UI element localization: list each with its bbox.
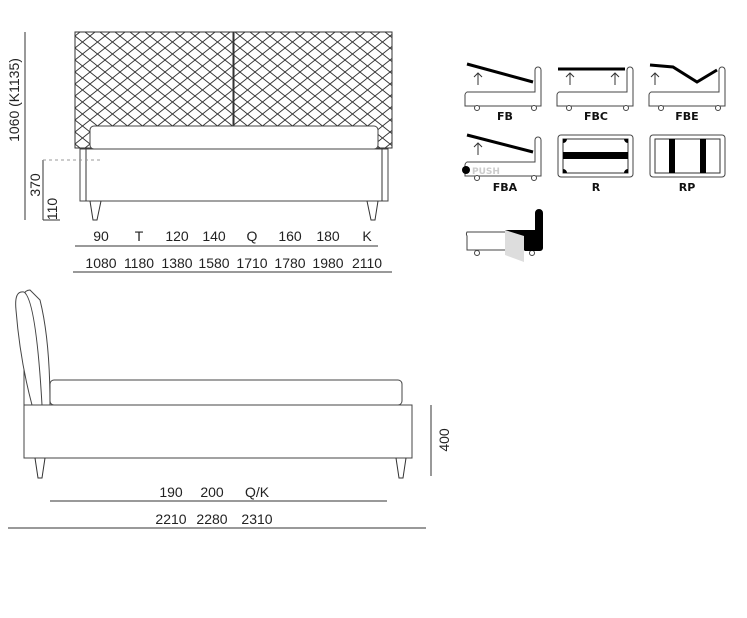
- width-value: 1780: [274, 255, 305, 271]
- push-lift-icon: PUSH FBA: [462, 133, 542, 194]
- options-legend: FB FBC FBE PUSH FBA: [462, 62, 726, 262]
- side-view: 400 190 200 Q/K 2210 2280 2310: [8, 289, 452, 529]
- option-code: R: [592, 181, 601, 194]
- option-code: RP: [679, 181, 696, 194]
- size-label: 160: [278, 228, 302, 244]
- leg: [366, 200, 379, 221]
- size-row: 90 T 120 140 Q 160 180 K: [93, 228, 372, 244]
- size-label: 120: [165, 228, 189, 244]
- leg: [89, 200, 102, 221]
- option-code: FBE: [675, 110, 698, 123]
- width-value: 1980: [312, 255, 343, 271]
- base-side: [23, 404, 413, 459]
- mattress-side: [49, 379, 403, 406]
- size-label: 140: [202, 228, 226, 244]
- size-label: Q/K: [245, 484, 270, 500]
- size-label: 200: [200, 484, 224, 500]
- size-label: 190: [159, 484, 183, 500]
- length-value: 2310: [241, 511, 272, 527]
- length-value: 2210: [155, 511, 186, 527]
- lift-storage-icon: FB: [464, 62, 542, 123]
- headboard-storage-icon: [465, 209, 543, 262]
- size-label: K: [362, 228, 372, 244]
- flat-lift-storage-icon: FBC: [556, 66, 634, 123]
- push-label: PUSH: [472, 167, 500, 177]
- size-label: 180: [316, 228, 340, 244]
- height-label: 1060 (K1135): [6, 58, 22, 142]
- option-code: FBA: [493, 181, 518, 194]
- width-row: 1080 1180 1380 1580 1710 1780 1980 2110: [85, 255, 382, 271]
- frame-height-label: 370: [27, 173, 43, 197]
- width-value: 2110: [352, 255, 382, 271]
- leg-height-label: 110: [44, 198, 60, 221]
- leg: [34, 457, 46, 479]
- option-code: FB: [497, 110, 513, 123]
- electric-lift-icon: FBE: [648, 63, 726, 123]
- side-height-label: 400: [436, 428, 452, 452]
- width-value: 1180: [124, 255, 154, 271]
- width-value: 1380: [161, 255, 192, 271]
- slatted-base-icon: R: [557, 134, 634, 194]
- leg: [395, 457, 407, 479]
- option-code: FBC: [584, 110, 608, 123]
- size-label: T: [135, 228, 144, 244]
- mattress-cushion: [89, 125, 379, 150]
- size-label: Q: [247, 228, 258, 244]
- width-value: 1080: [85, 255, 116, 271]
- front-view: 1060 (K1135) 370 110 90 T 120 140 Q 160 180 K 1…: [6, 31, 393, 273]
- size-label: 90: [93, 228, 109, 244]
- width-value: 1710: [236, 255, 267, 271]
- length-value: 2280: [196, 511, 227, 527]
- size-row: 190 200 Q/K: [159, 484, 269, 500]
- slatted-base-rp-icon: RP: [649, 134, 726, 194]
- length-row: 2210 2280 2310: [155, 511, 272, 527]
- width-value: 1580: [198, 255, 229, 271]
- bed-base: [79, 148, 389, 202]
